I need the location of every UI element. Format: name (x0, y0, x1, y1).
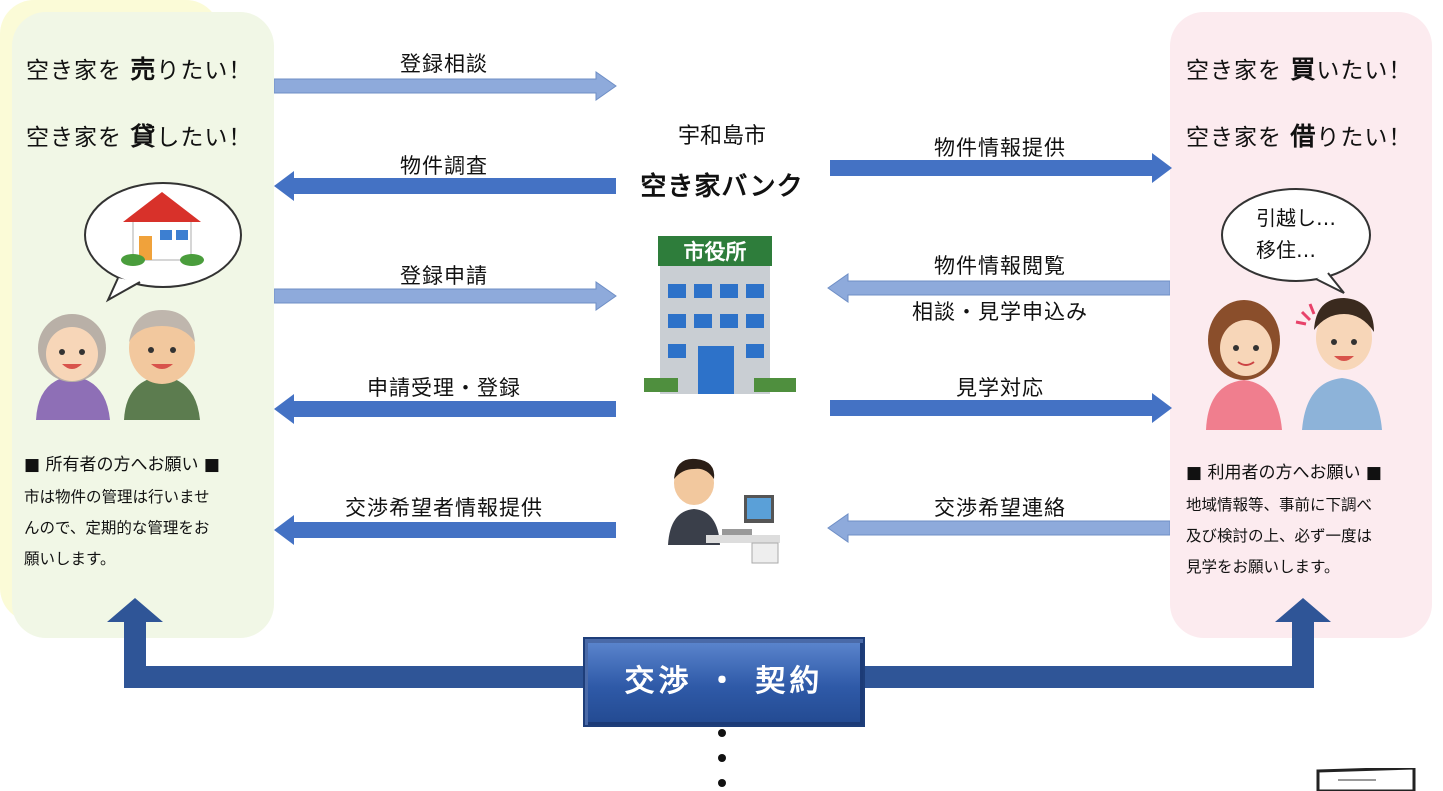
flow-viewing-support-arrow (830, 393, 1172, 423)
flow-negotiation-request-arrow (827, 513, 1170, 543)
negotiation-contract-box: 交渉 ・ 契約 (583, 637, 865, 727)
user-buy-headline: 空き家を 買いたい！ (1186, 55, 1413, 84)
continuation-dot (718, 729, 726, 737)
flow-registration-application-arrow (274, 281, 617, 311)
negotiation-connector (107, 598, 1331, 688)
flow-registration-consultation-arrow (274, 71, 617, 101)
flow-property-browsing-arrow (827, 273, 1170, 303)
user-notice-body: 地域情報等、事前に下調べ 及び検討の上、必ず一度は 見学をお願いします。 (1186, 496, 1373, 576)
owner-thought-bubble (84, 182, 242, 303)
flow-registration-consultation-label: 登録相談 (400, 52, 488, 76)
user-bubble-line-1: 引越し… (1256, 206, 1336, 230)
bank-city: 宇和島市 (677, 124, 766, 149)
flow-application-acceptance-label: 申請受理・登録 (367, 376, 521, 400)
young-couple-icon (1206, 298, 1382, 430)
owner-lend-headline: 空き家を 貸したい！ (26, 122, 253, 151)
city-hall-sign: 市役所 (684, 240, 747, 264)
owner-notice-body: 市は物件の管理は行いませ んので、定期的な管理をお 願いします。 (24, 488, 210, 568)
bank-name: 空き家バンク (640, 172, 804, 202)
document-icon (1316, 768, 1416, 791)
flow-application-acceptance-arrow (274, 394, 616, 424)
continuation-dot (718, 754, 726, 762)
clerk-at-computer-icon (668, 458, 780, 564)
flow-property-survey-label: 物件調査 (400, 154, 488, 178)
flow-property-browsing-label: 物件情報閲覧 (934, 254, 1066, 278)
flow-viewing-support-label: 見学対応 (956, 376, 1044, 400)
flow-viewing-application-label: 相談・見学申込み (912, 300, 1088, 324)
elderly-couple-icon (36, 310, 200, 420)
continuation-dot (718, 779, 726, 787)
owner-sell-headline: 空き家を 売りたい！ (26, 55, 253, 84)
owner-notice-title: ■ 所有者の方へお願い ■ (24, 455, 220, 475)
flow-registration-application-label: 登録申請 (400, 264, 488, 288)
flow-negotiator-info-arrow (274, 515, 616, 545)
flow-property-info-provision-label: 物件情報提供 (934, 136, 1066, 160)
city-hall-icon: 市役所 (644, 236, 796, 394)
user-rent-headline: 空き家を 借りたい！ (1186, 122, 1413, 151)
user-notice-title: ■ 利用者の方へお願い ■ (1186, 463, 1382, 483)
house-icon (121, 192, 204, 266)
user-bubble-line-2: 移住… (1256, 238, 1316, 262)
user-thought-bubble: 引越し… 移住… (1221, 188, 1371, 294)
flow-negotiation-request-label: 交渉希望連絡 (934, 496, 1066, 520)
flow-negotiator-info-label: 交渉希望者情報提供 (345, 496, 543, 520)
flow-property-survey-arrow (274, 171, 616, 201)
flow-property-info-provision-arrow (830, 153, 1172, 183)
